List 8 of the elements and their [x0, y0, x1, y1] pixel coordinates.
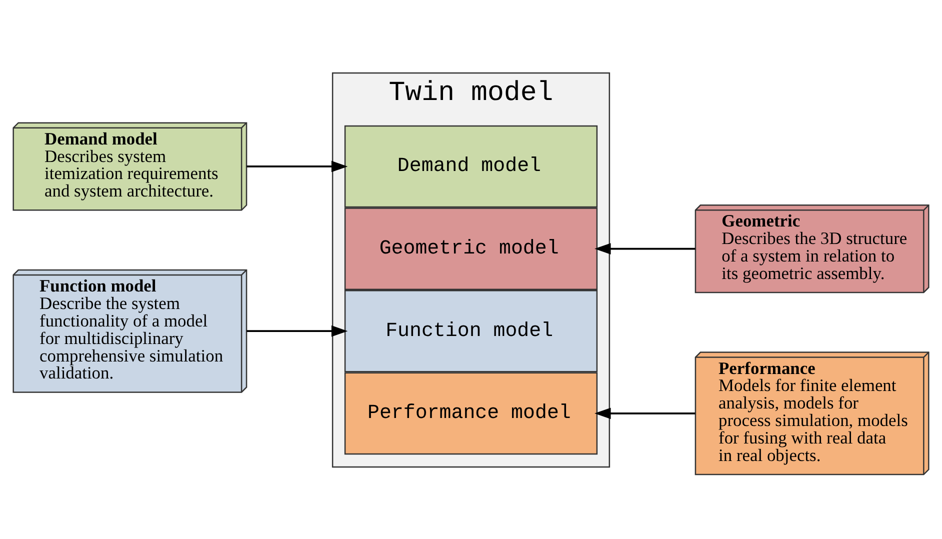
- arrow: [594, 407, 696, 419]
- node-box: Performance model: [344, 372, 598, 454]
- node-box: Function model: [344, 289, 598, 372]
- arrow: [246, 324, 348, 336]
- node-box: Demand model: [344, 124, 598, 208]
- node-box: Geometric model: [344, 207, 598, 290]
- arrow: [594, 242, 696, 254]
- arrow: [246, 160, 348, 172]
